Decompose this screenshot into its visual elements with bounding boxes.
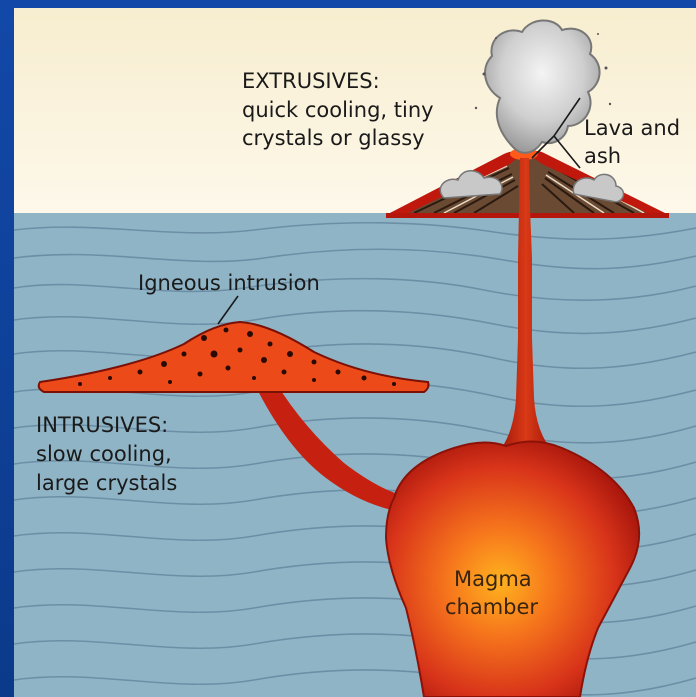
extrusives-line1: quick cooling, tiny (242, 98, 434, 122)
extrusives-heading: EXTRUSIVES: (242, 69, 380, 93)
intrusives-line2: large crystals (36, 471, 177, 495)
lava-label-line2: ash (584, 144, 621, 168)
magma-label-line1: Magma (454, 567, 532, 591)
extrusives-line2: crystals or glassy (242, 126, 425, 150)
igneous-rock-diagram: EXTRUSIVES: quick cooling, tiny crystals… (14, 8, 696, 697)
intrusion-label: Igneous intrusion (138, 271, 320, 295)
lava-label-line1: Lava and (584, 116, 680, 140)
intrusives-heading: INTRUSIVES: (36, 413, 168, 437)
magma-label-line2: chamber (445, 595, 538, 619)
intrusives-line1: slow cooling, (36, 442, 172, 466)
